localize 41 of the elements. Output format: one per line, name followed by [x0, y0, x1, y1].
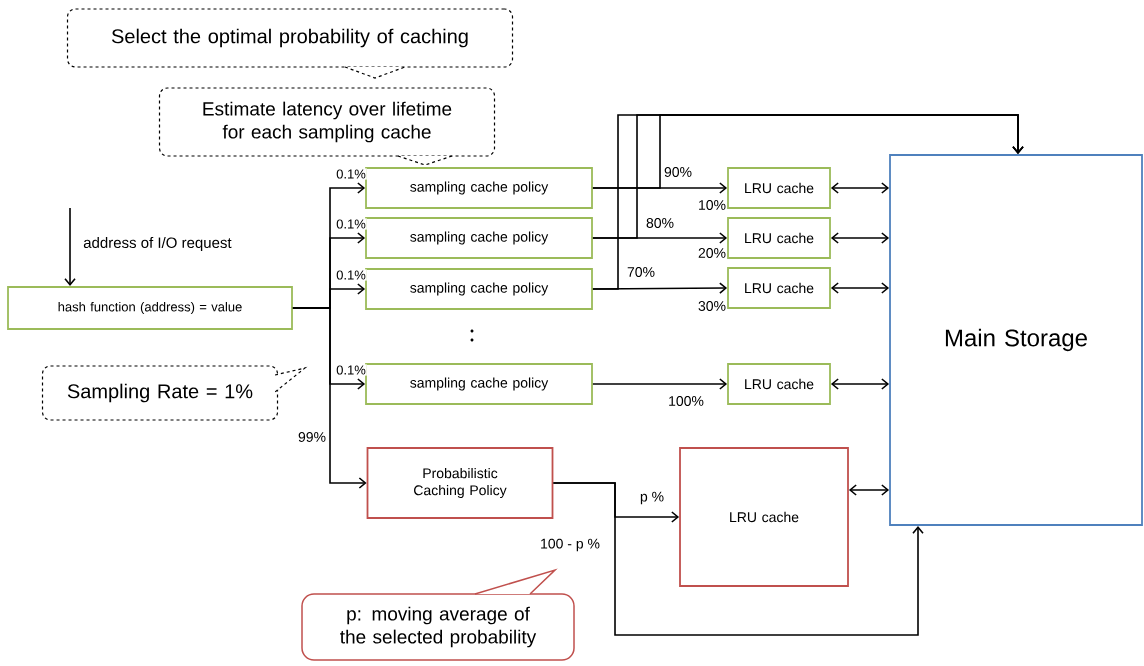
edge-label: 10% — [697, 199, 727, 211]
edge-label: 99% — [297, 431, 327, 443]
arrow — [830, 182, 890, 194]
edge-label: 100% — [667, 395, 705, 407]
edge-label: 100 - p % — [539, 537, 601, 553]
process-box: hash function (address) = value — [7, 286, 293, 330]
edge-label: 30% — [697, 300, 727, 312]
process-box: LRU cache — [727, 167, 831, 209]
process-box: sampling cache policy — [365, 268, 593, 310]
process-box: LRU cache — [727, 363, 831, 405]
arrow — [64, 207, 76, 287]
arrow — [592, 114, 1024, 290]
edge-label: 20% — [697, 247, 727, 259]
edge-label: 0.1% — [335, 168, 367, 180]
arrow — [292, 307, 367, 489]
edge-label: 0.1% — [335, 364, 367, 376]
arrow — [830, 378, 890, 390]
callout: p: moving average of the selected probability — [301, 568, 575, 661]
edge-label: p % — [638, 490, 666, 506]
edge-label: 0.1% — [335, 218, 367, 230]
arrow — [830, 282, 890, 294]
process-box: LRU cache — [679, 447, 849, 587]
process-box: sampling cache policy — [365, 217, 593, 259]
edge-label: 70% — [626, 266, 656, 278]
arrow — [830, 232, 890, 244]
process-box: sampling cache policy — [365, 363, 593, 405]
arrow — [848, 484, 890, 496]
storage-box: Main Storage — [889, 154, 1143, 526]
edge-label: 80% — [645, 217, 675, 229]
edge-label: 90% — [663, 166, 693, 178]
process-box: sampling cache policy — [365, 167, 593, 209]
edge-label: address of I/O request — [82, 236, 233, 252]
arrow — [592, 378, 728, 390]
process-box: LRU cache — [727, 217, 831, 259]
process-box: Probabilistic Caching Policy — [366, 447, 554, 519]
edge-label: 0.1% — [335, 269, 367, 281]
callout: Select the optimal probability of caching — [66, 8, 514, 79]
callout: Estimate latency over lifetime for each sampling cache — [158, 87, 496, 166]
process-box: LRU cache — [727, 267, 831, 309]
callout: Sampling Rate = 1% — [41, 365, 308, 421]
arrow — [552, 482, 924, 636]
